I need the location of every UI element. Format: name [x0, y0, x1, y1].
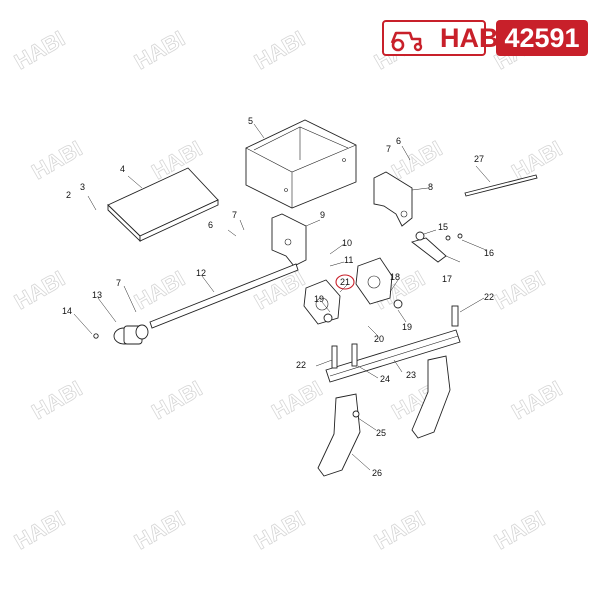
watermark-tile: HABI: [490, 266, 549, 315]
tractor-icon: [390, 31, 423, 52]
part-plate: [107, 167, 219, 243]
callout-21: 21: [340, 277, 350, 287]
callout-22a: 22: [484, 292, 494, 302]
part-motor-13: [93, 324, 149, 345]
callout-23: 23: [406, 370, 416, 380]
callout-16: 16: [484, 248, 494, 258]
callout-4: 4: [120, 164, 125, 174]
part-bracket-8: [373, 171, 413, 227]
callout-18: 18: [390, 272, 400, 282]
watermark-tile: HABI: [147, 376, 206, 425]
watermark-tile: HABI: [490, 506, 549, 555]
watermark-tile: HABI: [10, 266, 69, 315]
brand-logo: [382, 20, 486, 56]
callout-2: 2: [66, 190, 71, 200]
watermark-tile: HABI: [27, 376, 86, 425]
part-link-17: [411, 231, 463, 263]
callout-11: 11: [344, 255, 353, 265]
callout-7a: 7: [386, 144, 391, 154]
part-hopper-box: [245, 119, 357, 209]
callout-7c: 7: [116, 278, 121, 288]
highlight-ring-21: [335, 274, 355, 290]
watermark-tile: HABI: [507, 376, 566, 425]
callout-10: 10: [342, 238, 352, 248]
callout-6a: 6: [396, 136, 401, 146]
watermark-tile: HABI: [27, 136, 86, 185]
watermark-tile: HABI: [130, 266, 189, 315]
callout-labels: 2 3 4 5 6 6 7 7 7 8 9 10 11 12 13 14 15 …: [62, 116, 494, 478]
callout-24: 24: [380, 374, 390, 384]
callout-8: 8: [428, 182, 433, 192]
callout-6b: 6: [208, 220, 213, 230]
callout-15: 15: [438, 222, 448, 232]
callout-14: 14: [62, 306, 72, 316]
watermark-tile: HABI: [250, 26, 309, 75]
part-number-badge: 42591: [496, 20, 588, 56]
callout-25: 25: [376, 428, 386, 438]
watermark-tile: HABI: [267, 376, 326, 425]
callout-3: 3: [80, 182, 85, 192]
callout-22b: 22: [296, 360, 306, 370]
callout-26: 26: [372, 468, 382, 478]
part-spreader-21: [303, 257, 403, 325]
callout-20: 20: [374, 334, 384, 344]
leader-lines: [73, 123, 491, 471]
callout-19b: 19: [402, 322, 412, 332]
callout-17: 17: [442, 274, 452, 284]
part-bracket-9: [271, 213, 307, 267]
part-post-22: [331, 305, 459, 369]
callout-7b: 7: [232, 210, 237, 220]
watermark-tile: HABI: [10, 506, 69, 555]
part-leg-26: [317, 355, 451, 477]
brand-name: HABI: [440, 23, 506, 53]
callout-9: 9: [320, 210, 325, 220]
watermark-tile: HABI: [130, 506, 189, 555]
callout-5: 5: [248, 116, 253, 126]
watermark-tile: HABI: [10, 26, 69, 75]
part-rod-27: [464, 174, 538, 197]
watermark-tile: HABI: [370, 506, 429, 555]
watermark-tile: HABI: [130, 26, 189, 75]
callout-13: 13: [92, 290, 102, 300]
callout-19a: 19: [314, 294, 324, 304]
part-frame-23: [325, 329, 461, 383]
watermark-tile: HABI: [250, 506, 309, 555]
part-shaft-12: [149, 263, 299, 329]
callout-12: 12: [196, 268, 206, 278]
callout-27: 27: [474, 154, 484, 164]
